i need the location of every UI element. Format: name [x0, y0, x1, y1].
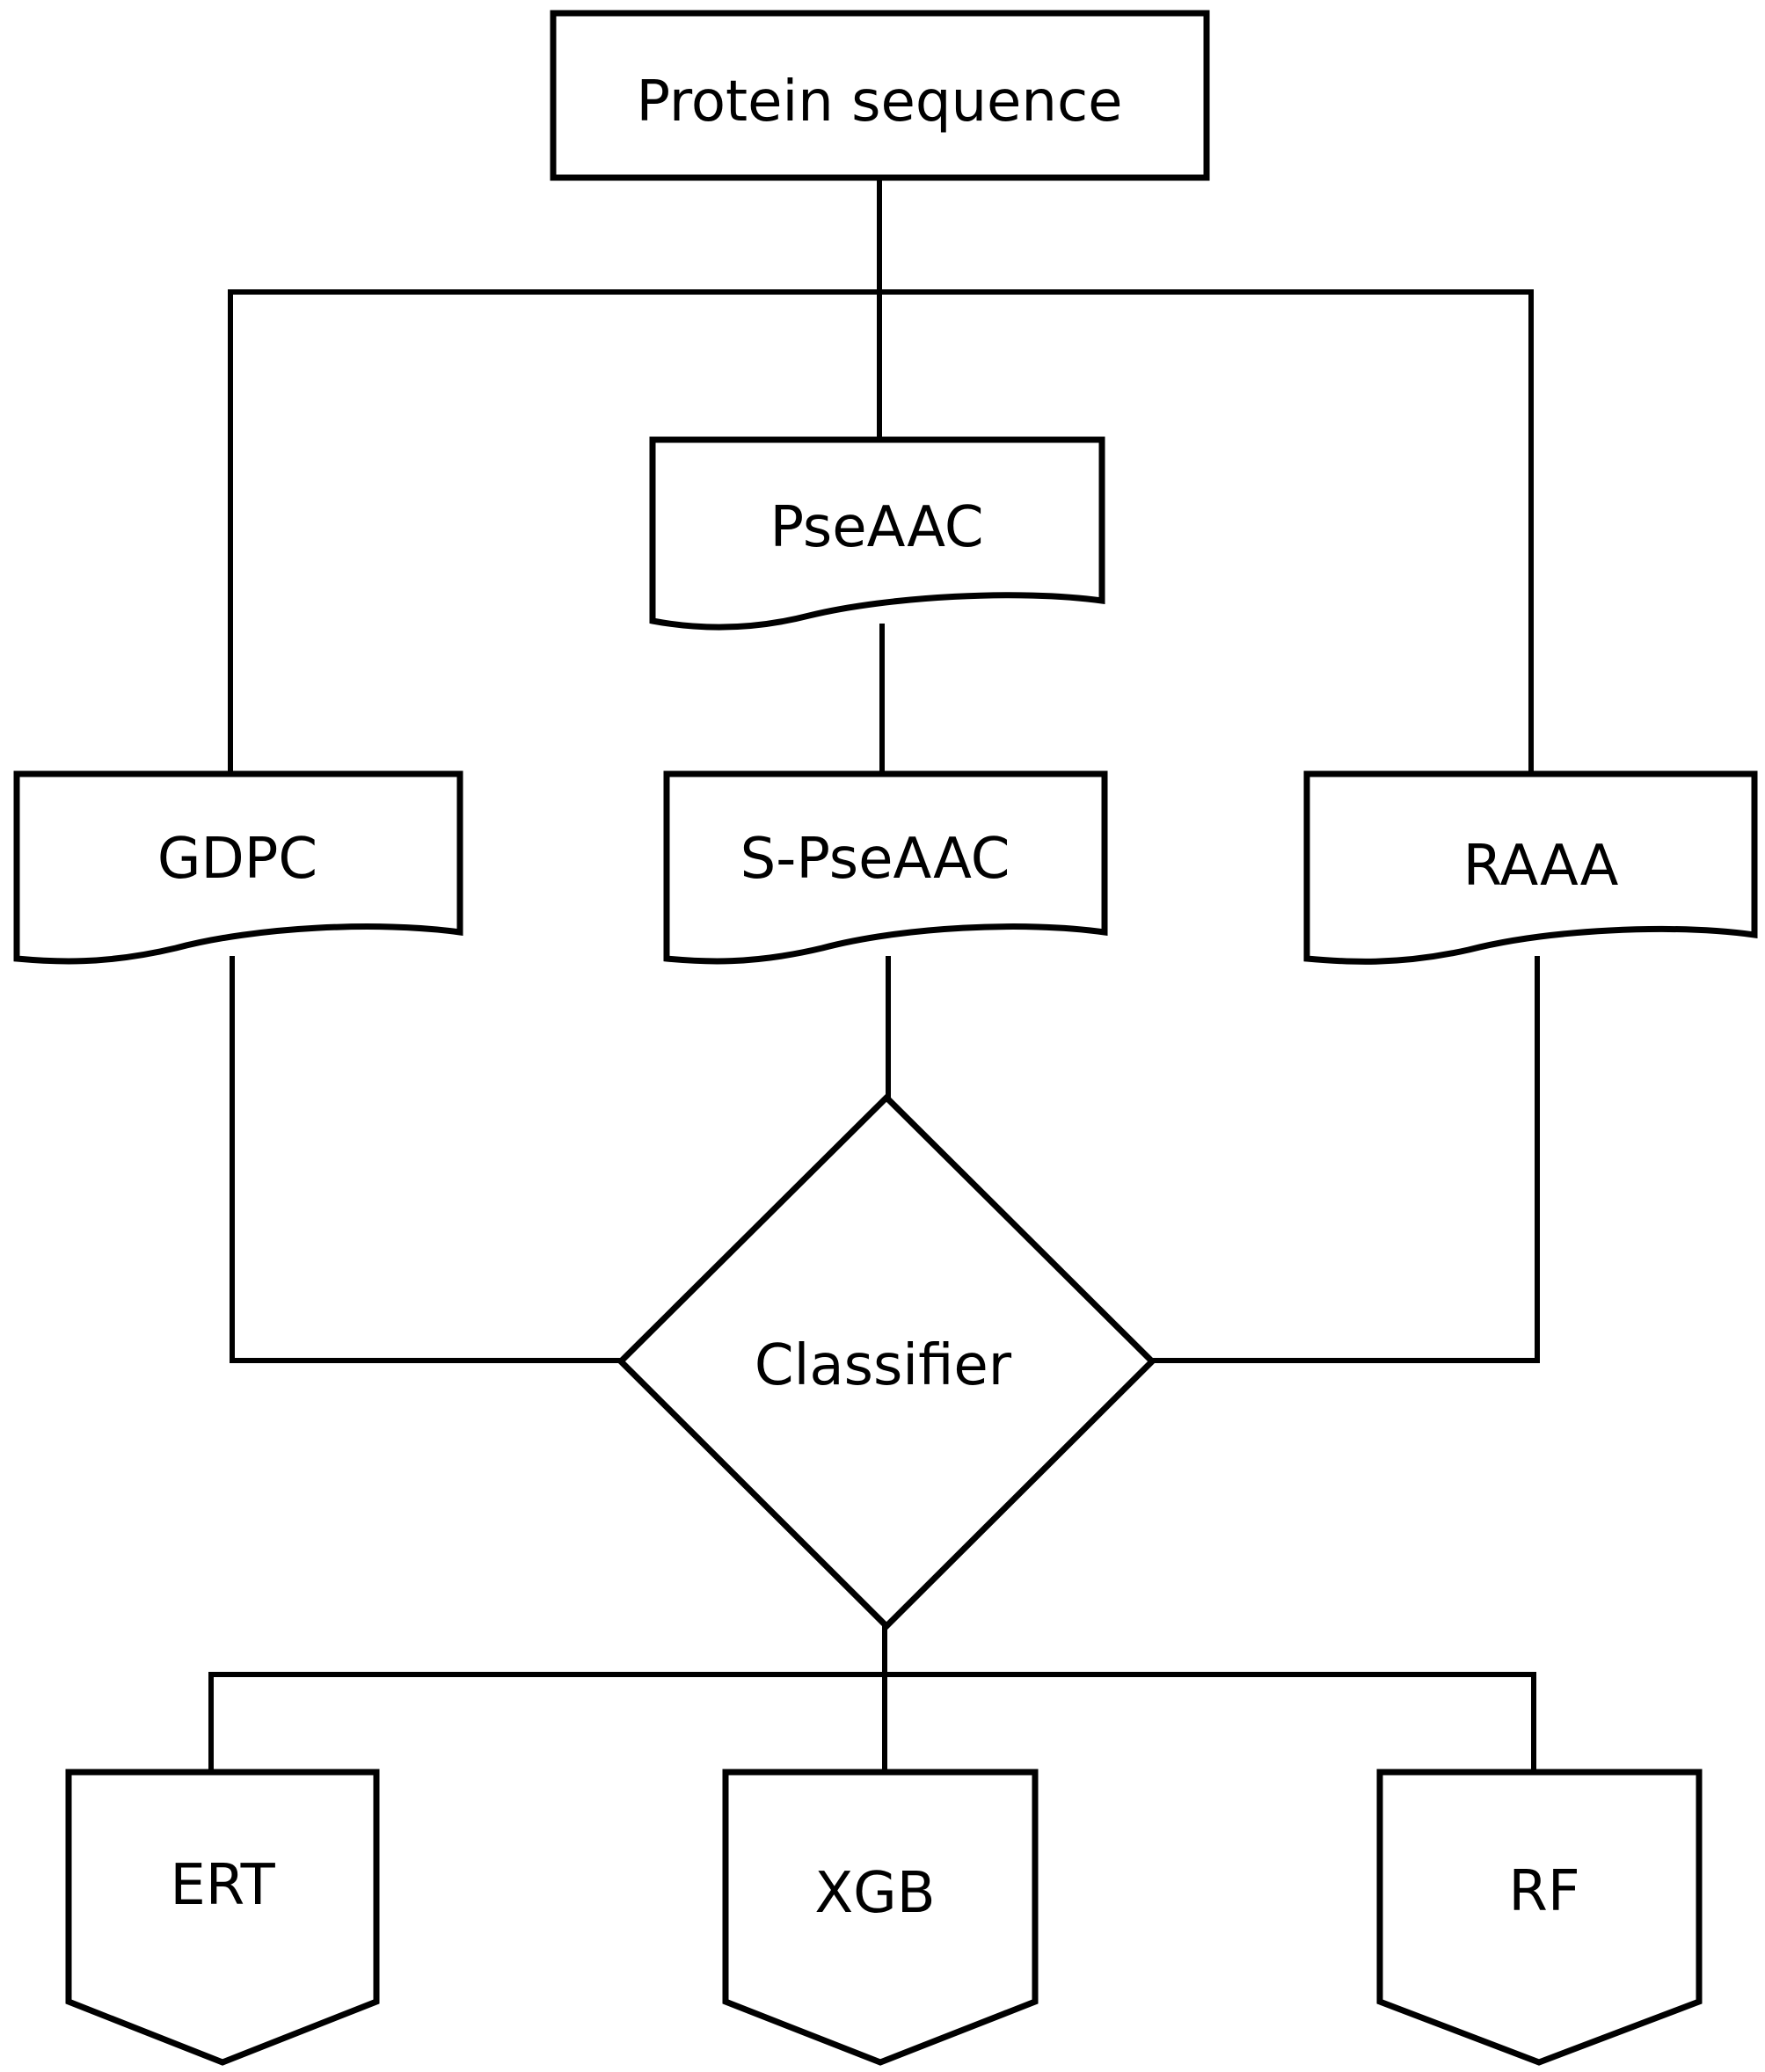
- node-ert: ERT: [65, 1769, 380, 2066]
- node-classifier: Classifier: [616, 1093, 1156, 1631]
- node-gdpc: GDPC: [13, 770, 463, 965]
- gdpc-label: GDPC: [157, 827, 317, 892]
- xgb-label: XGB: [814, 1861, 935, 1926]
- rf-label: RF: [1508, 1859, 1579, 1924]
- node-s-pseaac: S-PseAAC: [663, 770, 1108, 965]
- node-protein-sequence: Protein sequence: [550, 10, 1210, 181]
- classifier-label: Classifier: [755, 1333, 1012, 1398]
- s-pseaac-label: S-PseAAC: [740, 827, 1010, 892]
- classifier-diamond: [616, 1093, 1156, 1631]
- node-rf: RF: [1376, 1769, 1703, 2066]
- rf-box: [1376, 1769, 1703, 2066]
- xgb-box: [722, 1769, 1039, 2066]
- node-pseaac: PseAAC: [649, 436, 1105, 631]
- raaa-label: RAAA: [1463, 834, 1619, 899]
- edge-gdpc-to-classifier: [230, 956, 623, 1363]
- raaa-box: [1303, 770, 1758, 965]
- gdpc-box: [13, 770, 463, 965]
- protein-sequence-label: Protein sequence: [636, 69, 1122, 135]
- s-pseaac-box: [663, 770, 1108, 965]
- pseaac-label: PseAAC: [769, 495, 983, 560]
- node-xgb: XGB: [722, 1769, 1039, 2066]
- edge-raaa-to-classifier: [1151, 956, 1540, 1363]
- pseaac-box: [649, 436, 1105, 631]
- connectors: [208, 179, 1540, 1772]
- ert-label: ERT: [170, 1853, 275, 1918]
- protein-sequence-box: [550, 10, 1210, 181]
- ert-box: [65, 1769, 380, 2066]
- node-raaa: RAAA: [1303, 770, 1758, 965]
